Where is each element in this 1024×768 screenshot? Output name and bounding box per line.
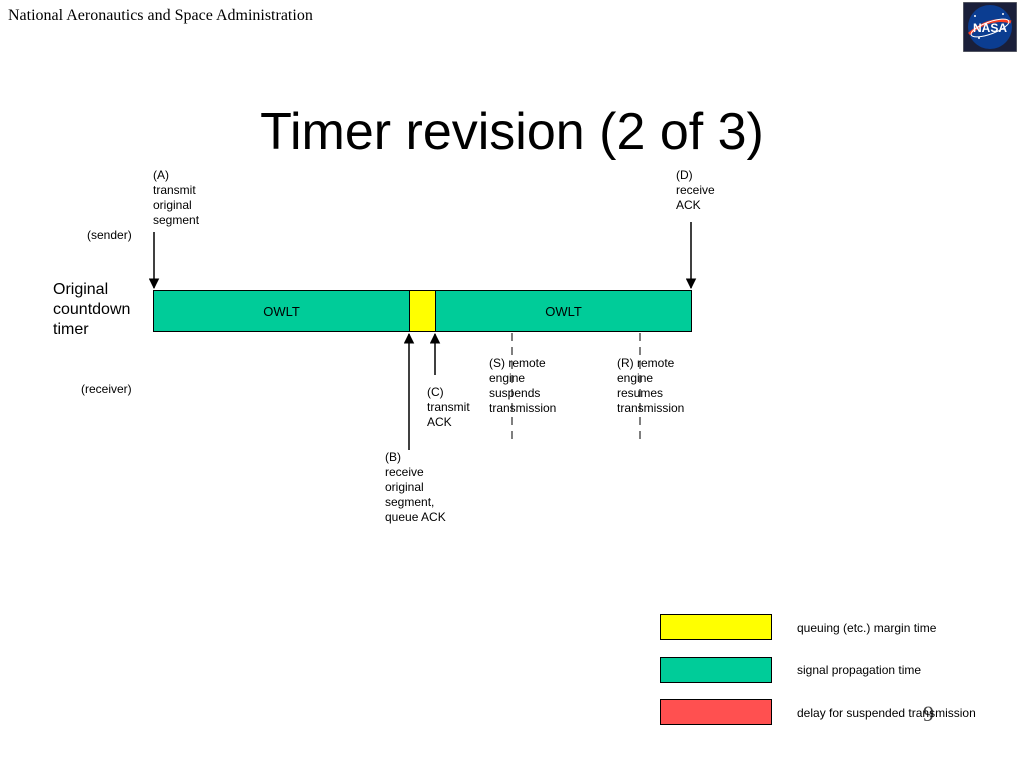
owlt-bar-return: OWLT <box>435 290 692 332</box>
receiver-label: (receiver) <box>81 382 132 396</box>
event-b-label: (B) receive original segment, queue ACK <box>385 450 446 524</box>
owlt-label-return: OWLT <box>545 303 582 319</box>
organization-name: National Aeronautics and Space Administr… <box>8 7 313 24</box>
event-a-label: (A) transmit original segment <box>153 168 200 227</box>
sender-label: (sender) <box>87 228 132 242</box>
legend-label-propagation: signal propagation time <box>797 663 922 677</box>
legend-label-suspended: delay for suspended transmission <box>797 706 976 720</box>
page-number: 9 <box>923 701 934 726</box>
event-d-label: (D) receive ACK <box>676 168 715 212</box>
slide-title: Timer revision (2 of 3) <box>260 103 764 161</box>
timer-label: Original countdown timer <box>53 281 131 338</box>
event-c-label: (C) transmit ACK <box>427 385 470 429</box>
legend-label-margin: queuing (etc.) margin time <box>797 621 937 635</box>
legend-swatch-suspended <box>660 699 772 725</box>
event-s-label: (S) remote engine suspends transmission <box>489 356 557 415</box>
legend-swatch-margin <box>660 614 772 640</box>
margin-bar <box>409 290 436 332</box>
owlt-label-outbound: OWLT <box>263 303 300 319</box>
owlt-bar-outbound: OWLT <box>153 290 410 332</box>
event-r-label: (R) remote engine resumes transmission <box>617 356 685 415</box>
legend-swatch-propagation <box>660 657 772 683</box>
nasa-logo-text: NASA <box>973 21 1007 35</box>
